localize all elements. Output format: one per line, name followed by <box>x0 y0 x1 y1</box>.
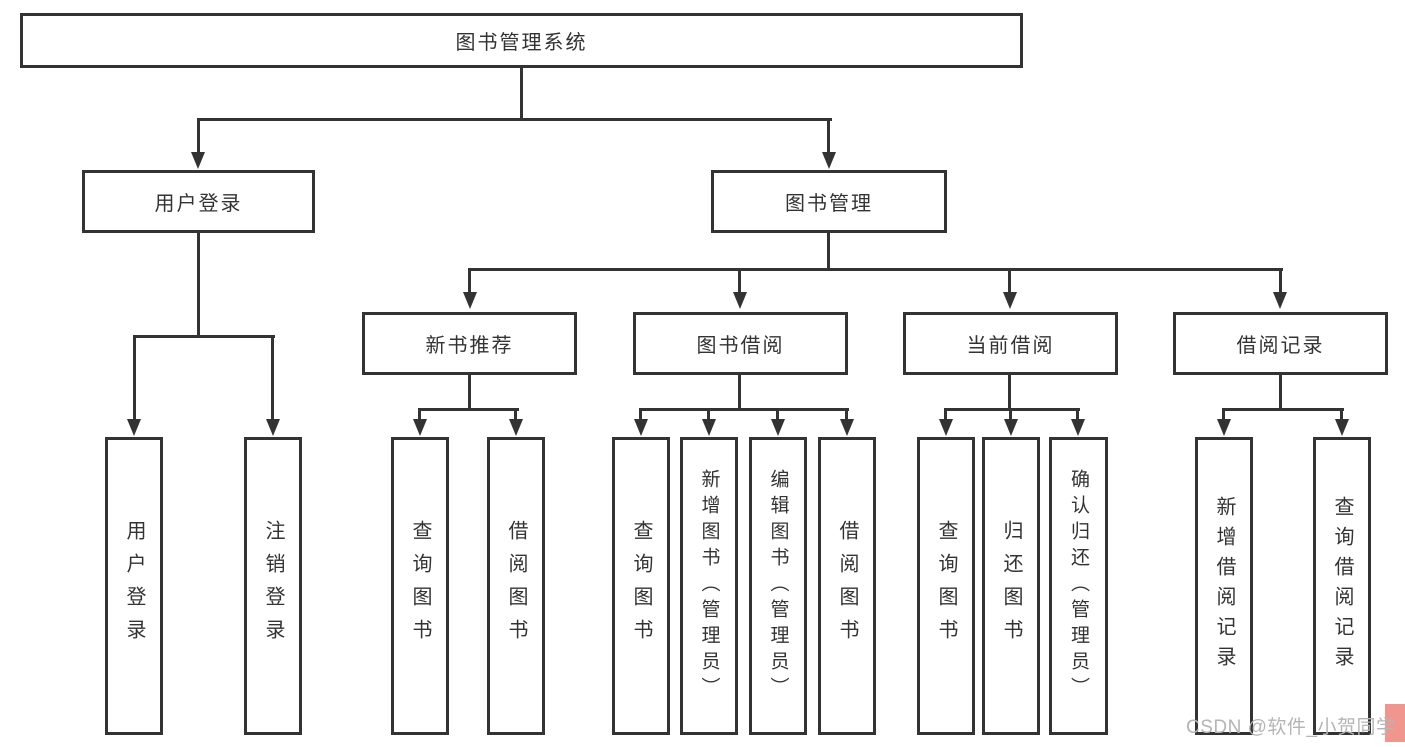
leaf-logout: 注销登录 <box>244 437 302 735</box>
leaf-logout-label: 注销登录 <box>262 520 284 652</box>
arrow-down-icon <box>771 419 785 436</box>
connector-user-login-bar <box>133 335 275 338</box>
node-current-borrow-label: 当前借阅 <box>966 335 1055 357</box>
leaf-query-book-1-label: 查询图书 <box>409 520 431 652</box>
connector-book-management-bar <box>469 268 1283 271</box>
arrow-down-icon <box>840 419 854 436</box>
node-book-management-label: 图书管理 <box>785 193 873 215</box>
connector-book-management-stem <box>827 233 830 270</box>
connector-to-leaf-user-login <box>133 335 136 421</box>
leaf-add-borrow-record-label: 新增借阅记录 <box>1213 496 1235 676</box>
leaf-borrow-book-2-label: 借阅图书 <box>836 520 858 652</box>
arrow-down-icon <box>1003 292 1017 309</box>
arrow-down-icon <box>509 419 523 436</box>
arrow-down-icon <box>1071 419 1085 436</box>
leaf-borrow-book-2: 借阅图书 <box>818 437 876 735</box>
leaf-query-book-1: 查询图书 <box>391 437 449 735</box>
leaf-query-book-2: 查询图书 <box>612 437 670 735</box>
node-new-book-recommend: 新书推荐 <box>362 312 577 375</box>
connector-leaf-stub <box>514 408 517 421</box>
arrow-down-icon <box>702 419 716 436</box>
connector-leaf-stub <box>418 408 421 421</box>
node-user-login-label: 用户登录 <box>154 193 243 215</box>
leaf-add-book-admin: 新增图书（管理员） <box>680 437 738 735</box>
leaf-add-book-admin-label: 新增图书（管理员） <box>698 469 720 703</box>
connector-leaf-stub <box>707 408 710 421</box>
connector-to-borrow-records <box>1279 268 1282 294</box>
leaf-confirm-return-admin-label: 确认归还（管理员） <box>1068 469 1089 703</box>
connector-to-new-book-recommend <box>468 268 471 294</box>
leaf-query-book-3: 查询图书 <box>917 437 975 735</box>
node-user-login: 用户登录 <box>82 170 315 233</box>
connector-leaf-stub <box>1076 408 1079 421</box>
node-root-label: 图书管理系统 <box>455 32 588 54</box>
connector-root-bar <box>197 118 832 121</box>
arrow-down-icon <box>266 419 280 436</box>
connector-leaf-stub <box>944 408 947 421</box>
node-current-borrow: 当前借阅 <box>903 312 1118 375</box>
connector-to-current-borrow <box>1008 268 1011 294</box>
connector-new-book-recommend-bar <box>419 408 519 411</box>
arrow-down-icon <box>822 152 836 169</box>
watermark: CSDN @软件_小贺同学 <box>1186 717 1396 738</box>
arrow-down-icon <box>939 419 953 436</box>
connector-borrow-records-stem <box>1279 375 1282 410</box>
leaf-query-book-3-label: 查询图书 <box>935 520 957 652</box>
connector-to-leaf-logout <box>271 335 274 421</box>
connector-leaf-stub <box>639 408 642 421</box>
connector-leaf-stub <box>776 408 779 421</box>
leaf-borrow-book-1-label: 借阅图书 <box>505 520 527 652</box>
arrow-down-icon <box>733 292 747 309</box>
leaf-query-borrow-record-label: 查询借阅记录 <box>1331 496 1353 676</box>
connector-book-borrow-bar <box>640 408 849 411</box>
leaf-user-login: 用户登录 <box>105 437 163 735</box>
connector-current-borrow-bar <box>945 408 1080 411</box>
connector-to-book-borrow <box>738 268 741 294</box>
arrow-down-icon <box>463 292 477 309</box>
connector-root-stem <box>520 68 523 120</box>
leaf-add-borrow-record: 新增借阅记录 <box>1195 437 1253 735</box>
arrow-down-icon <box>1217 419 1231 436</box>
leaf-return-book-label: 归还图书 <box>1000 520 1022 652</box>
connector-user-login-stem <box>197 233 200 337</box>
connector-leaf-stub <box>1222 408 1225 421</box>
arrow-down-icon <box>1335 419 1349 436</box>
connector-book-borrow-stem <box>738 375 741 410</box>
node-borrow-records-label: 借阅记录 <box>1236 335 1325 357</box>
leaf-user-login-label: 用户登录 <box>123 520 145 652</box>
arrow-down-icon <box>1004 419 1018 436</box>
arrow-down-icon <box>413 419 427 436</box>
leaf-edit-book-admin-label: 编辑图书（管理员） <box>767 469 789 703</box>
node-root: 图书管理系统 <box>20 13 1023 68</box>
connector-new-book-recommend-stem <box>468 375 471 410</box>
node-new-book-recommend-label: 新书推荐 <box>425 335 514 357</box>
arrow-down-icon <box>1273 292 1287 309</box>
node-book-borrow: 图书借阅 <box>633 312 848 375</box>
arrow-down-icon <box>634 419 648 436</box>
connector-current-borrow-stem <box>1008 375 1011 410</box>
connector-to-user-login <box>197 118 200 154</box>
connector-leaf-stub <box>1009 408 1012 421</box>
leaf-edit-book-admin: 编辑图书（管理员） <box>749 437 807 735</box>
arrow-down-icon <box>191 152 205 169</box>
connector-leaf-stub <box>1340 408 1343 421</box>
leaf-borrow-book-1: 借阅图书 <box>487 437 545 735</box>
leaf-query-book-2-label: 查询图书 <box>630 520 652 652</box>
arrow-down-icon <box>127 419 141 436</box>
connector-to-book-management <box>827 118 830 154</box>
leaf-return-book: 归还图书 <box>982 437 1040 735</box>
leaf-confirm-return-admin: 确认归还（管理员） <box>1049 437 1108 735</box>
node-borrow-records: 借阅记录 <box>1173 312 1388 375</box>
watermark-accent-block <box>1385 704 1405 742</box>
connector-leaf-stub <box>845 408 848 421</box>
node-book-borrow-label: 图书借阅 <box>696 335 785 357</box>
leaf-query-borrow-record: 查询借阅记录 <box>1313 437 1371 735</box>
node-book-management: 图书管理 <box>711 170 947 233</box>
connector-borrow-records-bar <box>1223 408 1344 411</box>
